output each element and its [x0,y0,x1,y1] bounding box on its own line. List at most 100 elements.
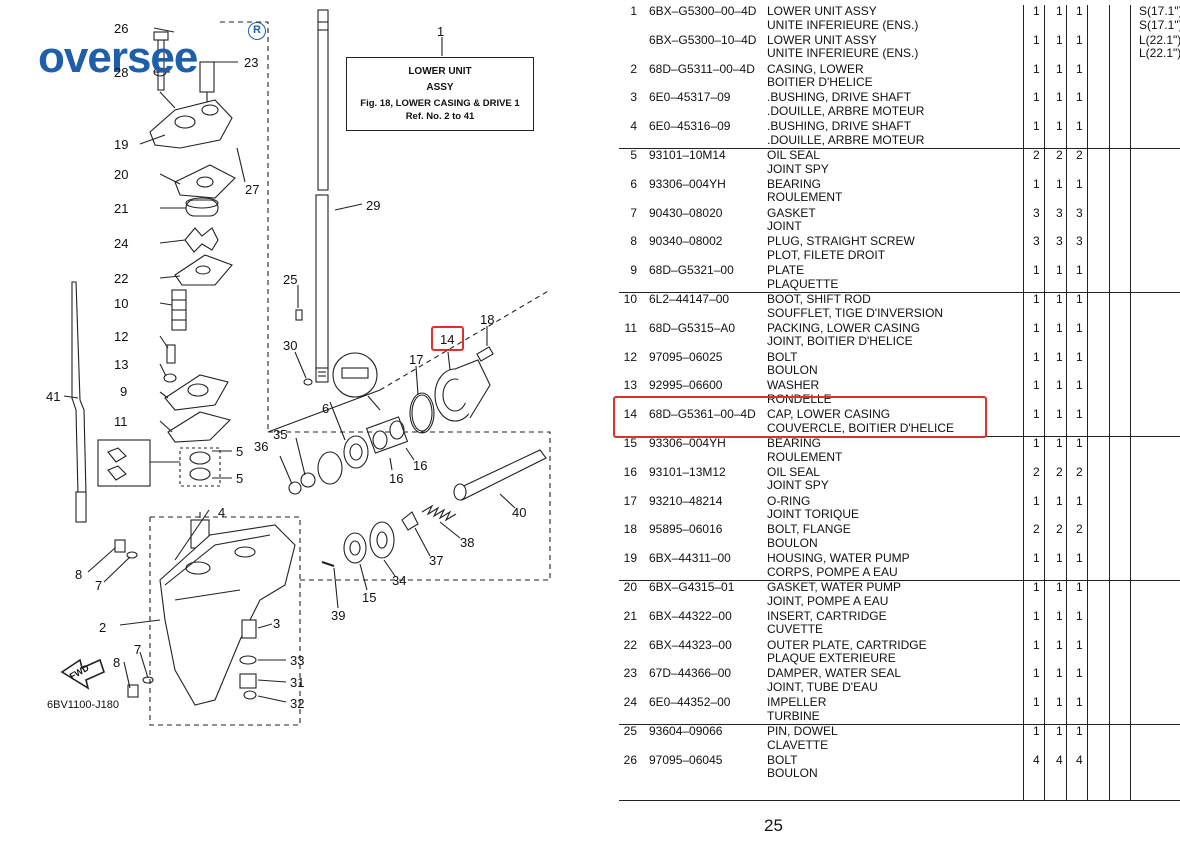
cell-no: 2 [630,61,637,76]
callout-11: 11 [114,414,128,429]
group-divider [619,724,1180,725]
cell-q1: 3 [1033,234,1040,249]
cell-no: 23 [623,666,637,681]
callout-22: 22 [114,271,129,286]
cell-q1: 1 [1033,724,1040,738]
description-en: CAP, LOWER CASING [767,407,891,422]
cell-q1: 1 [1033,666,1040,681]
description-fr: ROULEMENT [767,190,843,205]
description-en: BOLT [767,349,798,364]
callout-33: 33 [290,653,305,668]
table-bottom-rule [619,800,1180,801]
description-fr: RONDELLE [767,391,832,406]
page-number: 25 [764,816,783,835]
callout-10: 10 [114,296,129,311]
cell-no: 10 [623,292,637,306]
cell-q2: 1 [1056,436,1063,450]
description-fr: UNITE INFERIEURE (ENS.) [767,17,919,32]
description-fr: SOUFFLET, TIGE D'INVERSION [767,305,944,320]
cell-q3: 3 [1076,234,1083,249]
cell-part: 93101–13M12 [649,464,726,479]
callout-15: 15 [362,590,377,605]
callout-35: 35 [273,427,288,442]
description-en: O-RING [767,493,811,508]
cell-part: 68D–G5315–A0 [649,320,736,335]
cell-part: 97095–06045 [649,752,723,767]
exploded-diagram: oversee R LOWER UNIT ASSY Fig. 18, LOWER… [38,9,551,726]
callout-19: 19 [114,137,129,152]
description-en: BOLT, FLANGE [767,522,851,537]
description-en: OIL SEAL [767,148,820,162]
description-fr: BOULON [767,535,818,550]
cell-no: 17 [623,493,637,508]
callout-24: 24 [114,236,129,251]
cell-q2: 2 [1056,522,1063,537]
cell-q2: 1 [1056,551,1063,566]
cell-q3: 3 [1076,205,1083,220]
callout-7a: 7 [95,578,103,593]
callout-36: 36 [254,439,269,454]
cell-part: 90430–08020 [649,205,723,220]
cell-q2: 3 [1056,205,1063,220]
cell-part: 97095–06025 [649,349,723,364]
description-en: PACKING, LOWER CASING [767,320,921,335]
description-fr: .DOUILLE, ARBRE MOTEUR [767,103,925,118]
description-fr: JOINT, BOITIER D'HELICE [767,334,913,349]
description-fr: PLAQUETTE [767,276,839,291]
callout-6: 6 [322,401,330,416]
description-en: BEARING [767,176,822,191]
cell-q1: 1 [1033,32,1040,47]
figure-title-box: LOWER UNIT ASSY Fig. 18, LOWER CASING & … [346,57,534,131]
cell-q1: 1 [1033,320,1040,335]
cell-no: 11 [624,320,637,335]
cell-q3: 1 [1076,666,1083,681]
cell-part: 92995–06600 [649,378,723,393]
description-en: BOLT [767,752,798,767]
description-en: HOUSING, WATER PUMP [767,551,910,566]
cell-part: 6L2–44147–00 [649,292,730,306]
description-en: OUTER PLATE, CARTRIDGE [767,637,927,652]
callout-23: 23 [244,55,259,70]
callout-1: 1 [437,24,445,39]
cell-remarks: L(22.1")L(22.1") [1139,33,1180,61]
cell-no: 13 [623,378,637,393]
description-fr: JOINT TORIQUE [767,507,860,522]
cell-no: 20 [623,580,637,594]
description-en: GASKET [767,205,816,220]
description-en: .BUSHING, DRIVE SHAFT [767,119,912,134]
cell-q2: 1 [1056,608,1063,623]
cell-no: 15 [623,436,637,450]
cell-q2: 1 [1056,493,1063,508]
cell-q2: 1 [1056,580,1063,594]
cell-q3: 1 [1076,695,1083,710]
description-en: LOWER UNIT ASSY [767,4,877,18]
cell-q1: 1 [1033,608,1040,623]
cell-no: 7 [630,205,637,220]
cell-q1: 2 [1033,522,1040,537]
description-fr: TURBINE [767,708,820,723]
registered-mark: R [248,22,266,40]
col-divider [1130,5,1131,800]
cell-q2: 1 [1056,695,1063,710]
cell-q1: 1 [1033,263,1040,278]
callout-34: 34 [392,573,407,588]
description-fr: .DOUILLE, ARBRE MOTEUR [767,132,925,147]
cell-part: 93101–10M14 [649,148,726,162]
cell-q3: 1 [1076,378,1083,393]
